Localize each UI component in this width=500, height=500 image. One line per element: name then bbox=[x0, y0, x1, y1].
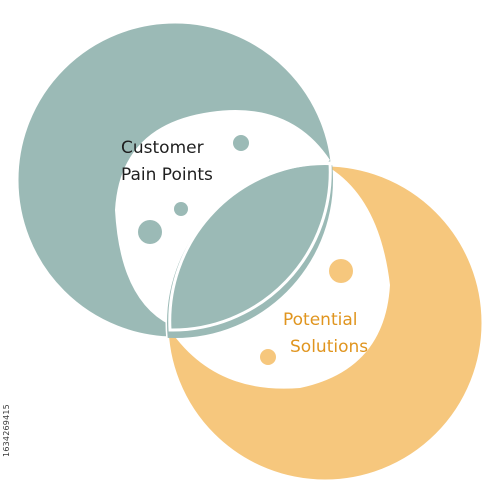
teal-dot-top bbox=[233, 135, 249, 151]
potential-label-line1: Potential bbox=[283, 310, 357, 330]
pain-points-label-line2: Pain Points bbox=[121, 165, 213, 185]
teal-dot-small bbox=[174, 202, 188, 216]
teal-dot-large bbox=[138, 220, 162, 244]
potential-solutions-label: Potential Solutions bbox=[283, 310, 368, 357]
orange-dot-small bbox=[260, 349, 276, 365]
stock-id-number: 1634269415 bbox=[1, 404, 11, 457]
solutions-label-line2: Solutions bbox=[290, 337, 368, 357]
customer-label-line1: Customer bbox=[121, 138, 204, 158]
orange-dot-large bbox=[329, 259, 353, 283]
customer-pain-points-label: Customer Pain Points bbox=[121, 138, 213, 185]
stock-id-text: 1634269415 bbox=[0, 383, 12, 478]
decorative-dots bbox=[138, 135, 353, 365]
overlap-lens-outline bbox=[168, 161, 332, 332]
